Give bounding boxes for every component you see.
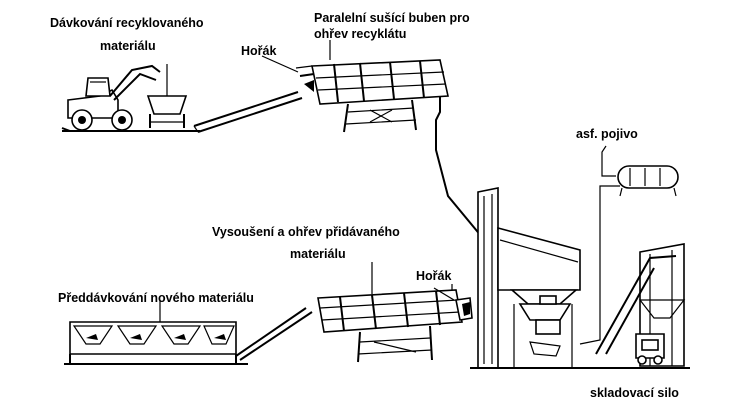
recycled-dosing-bin-icon: [146, 64, 188, 128]
mixing-tower-icon: [470, 187, 690, 369]
label-storage-silo: skladovací silo: [590, 386, 679, 400]
label-asphalt-binder: asf. pojivo: [576, 127, 638, 141]
label-parallel-drum-line1: Paralelní sušící buben pro: [314, 11, 470, 25]
pre-dosing-bins-icon: [64, 300, 248, 365]
storage-silo-icon: [595, 243, 686, 367]
label-pre-dosing: Předdávkování nového materiálu: [58, 291, 254, 305]
asphalt-binder-tank-icon: [579, 145, 679, 345]
label-burner-top: Hořák: [241, 44, 276, 58]
recyclate-transfer-line: [435, 134, 497, 255]
parallel-drying-drum-icon: [295, 40, 449, 134]
label-parallel-drum-line2: ohřev recyklátu: [314, 27, 406, 41]
label-drying-new-line2: materiálu: [290, 247, 346, 261]
label-recycled-dosing-line1: Dávkování recyklovaného: [50, 16, 204, 30]
new-material-drying-drum-icon: [317, 262, 473, 363]
recycled-feed-conveyor: [193, 91, 303, 133]
wheel-loader-icon: [67, 64, 161, 131]
leader-horak-mid: [433, 287, 455, 301]
leader-horak-top: [261, 55, 299, 73]
label-drying-new-line1: Vysoušení a ohřev přidávaného: [212, 225, 400, 239]
label-recycled-dosing-line2: materiálu: [100, 39, 156, 53]
label-burner-mid: Hořák: [416, 269, 451, 283]
new-material-feed-conveyor: [239, 311, 313, 361]
